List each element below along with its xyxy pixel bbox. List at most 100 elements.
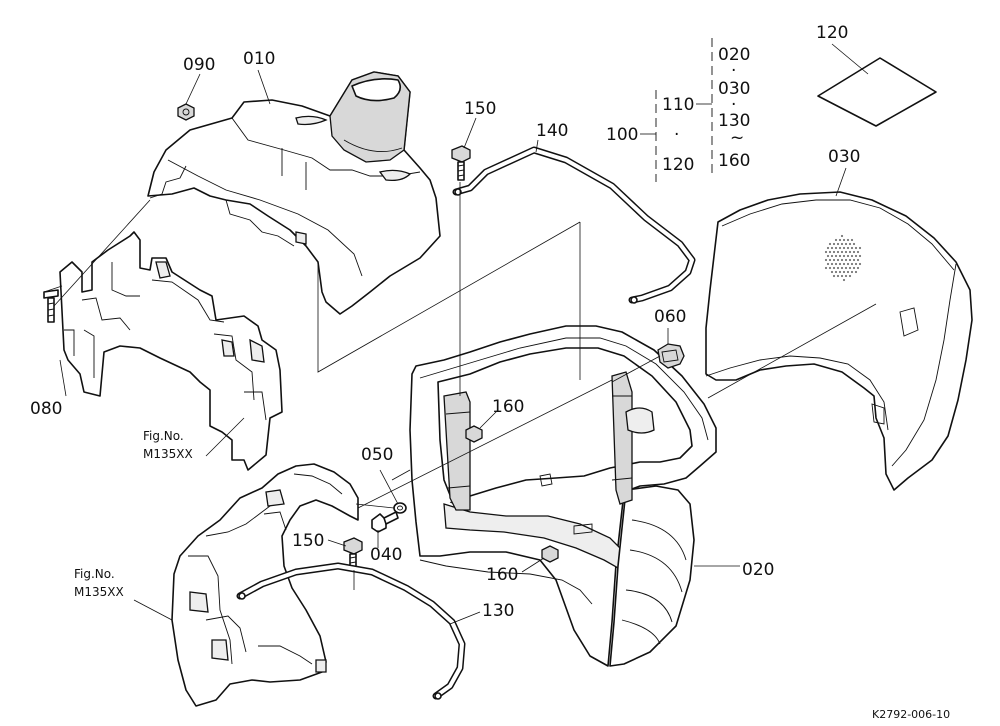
grille-hole: [854, 262, 858, 266]
drawing-code: K2792-006-10: [872, 708, 950, 721]
range-tilde-130-160: ~: [730, 128, 744, 148]
grille-hole: [858, 246, 862, 250]
grille-hole: [832, 266, 836, 270]
grille-hole: [830, 254, 834, 258]
clip-160-upper: [465, 425, 483, 443]
washer-050: [393, 502, 407, 514]
support-rod-140: [452, 146, 696, 304]
group-item-130: 130: [718, 111, 750, 131]
grille-hole: [854, 270, 858, 274]
range-dot-020-030: ·: [731, 61, 736, 81]
grille-hole: [848, 266, 852, 270]
grille-hole: [842, 278, 846, 282]
grille-hole: [842, 270, 846, 274]
grille-hole: [836, 250, 840, 254]
part-number-020: 020: [742, 560, 774, 580]
grille-hole: [834, 262, 838, 266]
grille-hole: [824, 250, 828, 254]
grille-hole: [836, 242, 840, 246]
grille-hole: [838, 270, 842, 274]
part-number-120-sheet: 120: [816, 23, 848, 43]
grille-hole: [836, 274, 840, 278]
grille-hole: [824, 266, 828, 270]
grille-hole: [852, 258, 856, 262]
grille-hole: [846, 262, 850, 266]
grille-hole: [850, 246, 854, 250]
figure-ref-upper-line1: Fig.No.: [143, 429, 184, 443]
part-number-110: 110: [662, 95, 694, 115]
grille-hole: [838, 254, 842, 258]
grille-hole: [828, 250, 832, 254]
part-number-010: 010: [243, 49, 275, 69]
knob-060: [657, 343, 685, 369]
grille-hole: [834, 254, 838, 258]
clip-160-lower: [541, 545, 559, 563]
grille-hole: [832, 250, 836, 254]
grille-hole: [852, 242, 856, 246]
grille-hole: [828, 258, 832, 262]
screw-040: [371, 511, 399, 533]
grille-hole: [858, 254, 862, 258]
part-labels: 090 010 150 140 100 110 · 120 020 · 030 …: [30, 23, 950, 721]
grille-hole: [834, 246, 838, 250]
grille-hole: [830, 262, 834, 266]
part-number-040: 040: [370, 545, 402, 565]
range-dot-110-120: ·: [674, 125, 679, 145]
group-item-160: 160: [718, 151, 750, 171]
grille-hole: [848, 274, 852, 278]
part-number-130: 130: [482, 601, 514, 621]
grille-hole: [834, 270, 838, 274]
figure-ref-lower-line2: M135XX: [74, 585, 124, 599]
rear-cover-grille: [824, 234, 862, 282]
grille-hole: [842, 262, 846, 266]
support-rod-130: [236, 562, 466, 700]
grille-hole: [852, 250, 856, 254]
grille-hole: [848, 250, 852, 254]
grille-hole: [846, 254, 850, 258]
grille-hole: [838, 238, 842, 242]
figure-ref-upper-line2: M135XX: [143, 447, 193, 461]
part-number-140: 140: [536, 121, 568, 141]
figure-ref-lower-line1: Fig.No.: [74, 567, 115, 581]
grille-hole: [840, 258, 844, 262]
grille-hole: [826, 254, 830, 258]
grille-hole: [836, 266, 840, 270]
label-leaders: [59, 43, 869, 625]
grille-hole: [856, 258, 860, 262]
grille-hole: [828, 242, 832, 246]
range-dot-030-130: ·: [731, 95, 736, 115]
part-number-100: 100: [606, 125, 638, 145]
part-number-080: 080: [30, 399, 62, 419]
support-frame-upper: [59, 231, 283, 471]
grille-hole: [844, 274, 848, 278]
grille-hole: [854, 246, 858, 250]
nut-090: [177, 103, 195, 121]
grille-hole: [842, 254, 846, 258]
grille-hole: [838, 246, 842, 250]
part-number-050: 050: [361, 445, 393, 465]
grille-hole: [846, 238, 850, 242]
assembly-lines: [43, 182, 877, 590]
rear-cover-030: [705, 191, 973, 491]
grille-hole: [830, 270, 834, 274]
grille-hole: [832, 242, 836, 246]
part-number-120-group: 120: [662, 155, 694, 175]
grille-hole: [828, 266, 832, 270]
grille-hole: [842, 246, 846, 250]
part-number-160-top: 160: [492, 397, 524, 417]
grille-hole: [826, 246, 830, 250]
grille-hole: [850, 262, 854, 266]
grille-hole: [834, 238, 838, 242]
sheet-120: [817, 57, 937, 127]
grille-hole: [846, 270, 850, 274]
grille-hole: [836, 258, 840, 262]
grille-hole: [840, 234, 844, 238]
grille-hole: [848, 258, 852, 262]
grille-hole: [856, 250, 860, 254]
part-number-160-bottom: 160: [486, 565, 518, 585]
grille-hole: [850, 254, 854, 258]
grille-hole: [856, 266, 860, 270]
grille-hole: [842, 238, 846, 242]
grille-hole: [852, 266, 856, 270]
